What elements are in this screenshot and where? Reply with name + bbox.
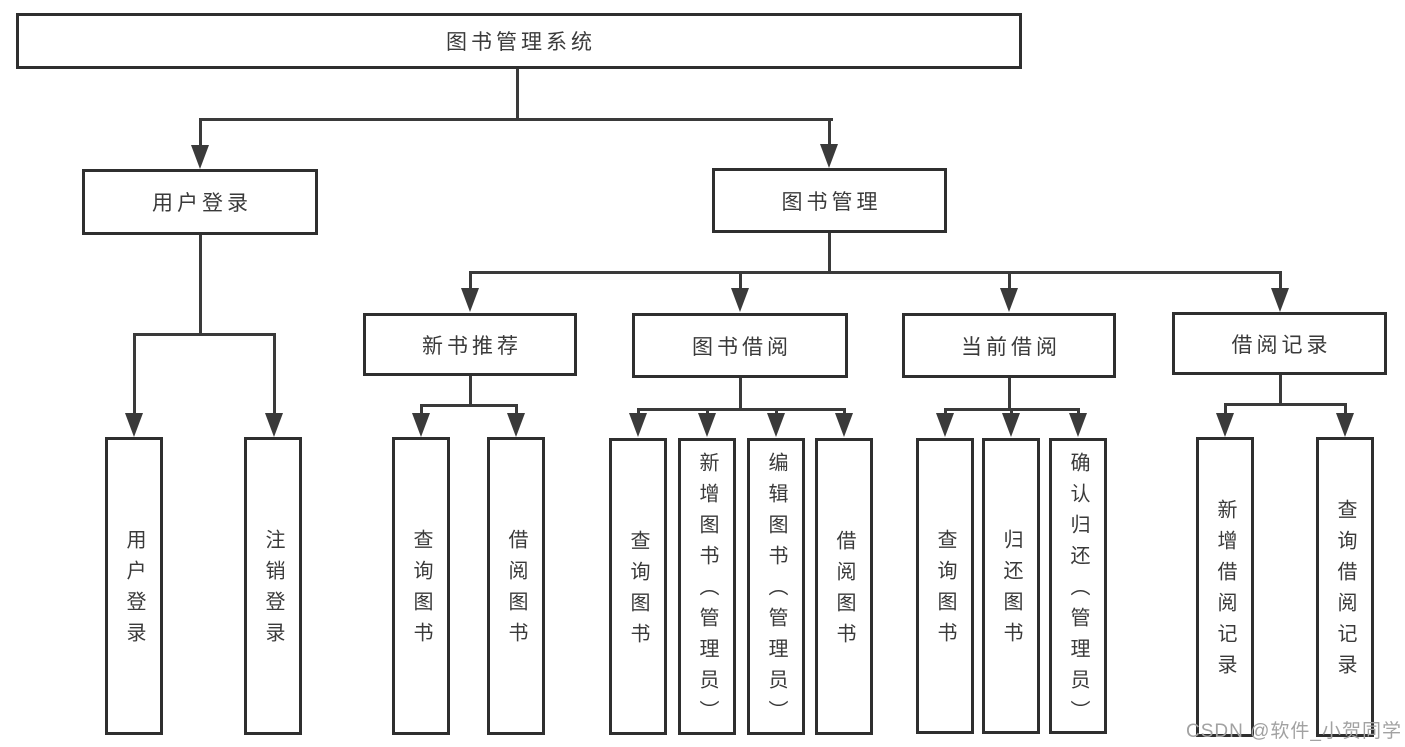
arrow-down-icon xyxy=(1336,413,1354,437)
node-label: 用户登录 xyxy=(123,529,145,653)
node-leaf-borrow-books-2: 借阅图书 xyxy=(815,438,873,735)
arrow-down-icon xyxy=(1002,413,1020,437)
arrow-down-icon xyxy=(507,413,525,437)
connector-line xyxy=(515,404,518,416)
node-leaf-add-borrow-record: 新增借阅记录 xyxy=(1196,437,1254,737)
node-label: 当前借阅 xyxy=(961,335,1061,359)
node-leaf-borrow-books-1: 借阅图书 xyxy=(487,437,545,735)
node-book-borrowing: 图书借阅 xyxy=(632,313,848,378)
arrow-down-icon xyxy=(412,413,430,437)
connector-line xyxy=(273,333,276,418)
node-leaf-add-books-admin: 新增图书（管理员） xyxy=(678,438,736,735)
arrow-down-icon xyxy=(191,145,209,169)
arrow-down-icon xyxy=(461,288,479,312)
node-leaf-return-books: 归还图书 xyxy=(982,438,1040,734)
arrow-down-icon xyxy=(698,413,716,437)
node-leaf-logout: 注销登录 xyxy=(244,437,302,735)
node-label: 借阅记录 xyxy=(1231,333,1332,357)
node-label: 用户登录 xyxy=(152,192,252,215)
node-book-management: 图书管理 xyxy=(712,168,947,233)
connector-line xyxy=(1008,378,1011,411)
connector-line xyxy=(828,118,831,150)
node-label: 图书借阅 xyxy=(692,335,792,359)
connector-line xyxy=(199,235,202,336)
node-label: 新书推荐 xyxy=(422,334,522,358)
node-label: 查询图书 xyxy=(627,529,649,654)
node-label: 借阅图书 xyxy=(833,529,855,654)
node-label: 新增借阅记录 xyxy=(1214,499,1236,685)
arrow-down-icon xyxy=(125,413,143,437)
arrow-down-icon xyxy=(1069,413,1087,437)
node-label: 查询图书 xyxy=(410,529,432,653)
connector-line xyxy=(1279,271,1282,293)
node-label: 借阅图书 xyxy=(505,529,527,653)
connector-line xyxy=(1224,403,1227,416)
node-label: 图书管理 xyxy=(781,190,882,214)
arrow-down-icon xyxy=(820,144,838,168)
node-label: 新增图书（管理员） xyxy=(696,452,718,731)
node-label: 查询图书 xyxy=(934,529,956,653)
connector-line xyxy=(420,404,423,416)
node-label: 编辑图书（管理员） xyxy=(765,452,787,731)
connector-line xyxy=(199,118,202,150)
arrow-down-icon xyxy=(936,413,954,437)
connector-line xyxy=(637,408,846,411)
arrow-down-icon xyxy=(265,413,283,437)
connector-line xyxy=(1224,403,1347,406)
node-leaf-query-books-2: 查询图书 xyxy=(609,438,667,735)
connector-line xyxy=(516,68,519,120)
node-leaf-edit-books-admin: 编辑图书（管理员） xyxy=(747,438,805,735)
connector-line xyxy=(1279,375,1282,406)
arrow-down-icon xyxy=(767,413,785,437)
node-user-login-group: 用户登录 xyxy=(82,169,318,235)
node-new-book-recommend: 新书推荐 xyxy=(363,313,577,376)
arrow-down-icon xyxy=(1216,413,1234,437)
arrow-down-icon xyxy=(629,413,647,437)
csdn-watermark: CSDN @软件_小贺同学 xyxy=(1186,721,1402,742)
connector-line xyxy=(739,378,742,411)
node-leaf-query-books-1: 查询图书 xyxy=(392,437,450,735)
connector-line xyxy=(828,233,831,274)
connector-line xyxy=(469,376,472,407)
connector-line xyxy=(420,404,518,407)
arrow-down-icon xyxy=(731,288,749,312)
node-label: 归还图书 xyxy=(1000,529,1022,653)
node-leaf-confirm-return-admin: 确认归还（管理员） xyxy=(1049,438,1107,734)
node-label: 确认归还（管理员） xyxy=(1067,451,1089,731)
arrow-down-icon xyxy=(1000,288,1018,312)
connector-line xyxy=(199,118,833,121)
node-label: 查询借阅记录 xyxy=(1334,499,1356,685)
arrow-down-icon xyxy=(1271,288,1289,312)
connector-line xyxy=(1008,271,1011,293)
node-label: 图书管理系统 xyxy=(446,31,596,54)
node-current-borrowing: 当前借阅 xyxy=(902,313,1116,378)
node-label: 注销登录 xyxy=(262,529,284,653)
node-leaf-user-login: 用户登录 xyxy=(105,437,163,735)
connector-line xyxy=(469,271,472,293)
connector-line xyxy=(133,333,136,418)
node-leaf-query-borrow-record: 查询借阅记录 xyxy=(1316,437,1374,737)
connector-line xyxy=(469,271,1282,274)
connector-line xyxy=(1344,403,1347,416)
node-leaf-query-books-3: 查询图书 xyxy=(916,438,974,734)
node-borrowing-records: 借阅记录 xyxy=(1172,312,1387,375)
connector-line xyxy=(133,333,276,336)
connector-line xyxy=(739,271,742,293)
arrow-down-icon xyxy=(835,413,853,437)
node-library-system: 图书管理系统 xyxy=(16,13,1022,69)
